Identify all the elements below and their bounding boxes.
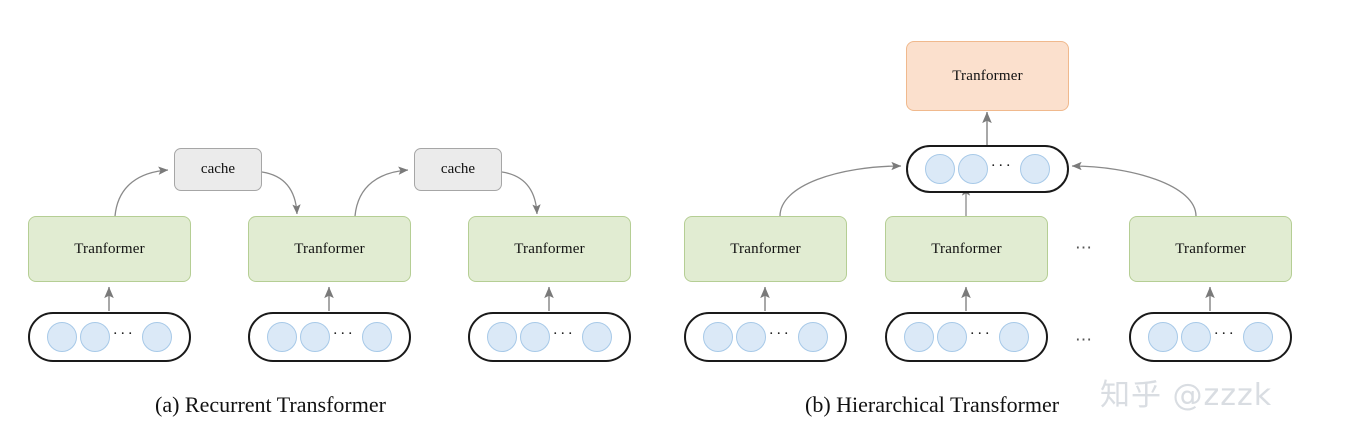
- panel-b-token-group-2[interactable]: ···: [885, 312, 1048, 362]
- transformer-label: Tranformer: [931, 240, 1002, 257]
- panel-a-cache-in-arrows: [114, 166, 409, 217]
- token-circle: [735, 322, 766, 352]
- token-circle: [46, 322, 77, 352]
- token-circle: [903, 322, 934, 352]
- cache-box-1[interactable]: cache: [174, 148, 262, 191]
- token-circle: [79, 322, 110, 352]
- transformer-label: Tranformer: [730, 240, 801, 257]
- caption-panel-b: (b) Hierarchical Transformer: [805, 392, 1060, 417]
- token-circle: [702, 322, 733, 352]
- token-circle: [1020, 154, 1051, 184]
- panel-b-token-arrows: [760, 286, 1215, 311]
- panel-b-summary-token-group[interactable]: ···: [906, 145, 1069, 193]
- cache-label: cache: [440, 161, 476, 177]
- transformer-label: Tranformer: [952, 67, 1023, 84]
- token-ellipsis: ···: [990, 157, 1014, 174]
- token-ellipsis: ···: [768, 325, 792, 342]
- panel-a-transformer-1[interactable]: Tranformer: [28, 216, 191, 282]
- token-circle: [999, 322, 1030, 352]
- token-circle: [1243, 322, 1274, 352]
- panel-a-cache-out-arrows: [261, 171, 541, 215]
- token-ellipsis: ···: [332, 325, 356, 342]
- token-circle: [1147, 322, 1178, 352]
- panel-a-transformer-2[interactable]: Tranformer: [248, 216, 411, 282]
- token-circle: [519, 322, 550, 352]
- token-circle: [362, 322, 393, 352]
- token-circle: [924, 154, 955, 184]
- token-circle: [798, 322, 829, 352]
- transformer-label: Tranformer: [294, 240, 365, 257]
- cache-box-2[interactable]: cache: [414, 148, 502, 191]
- token-ellipsis: ···: [552, 325, 576, 342]
- panel-b-transformer-1[interactable]: Tranformer: [684, 216, 847, 282]
- panel-b-token-row-ellipsis: ⋯: [1075, 330, 1095, 349]
- panel-b-top-transformer[interactable]: Tranformer: [906, 41, 1069, 111]
- panel-a-token-group-3[interactable]: ···: [468, 312, 631, 362]
- panel-b-token-group-3[interactable]: ···: [1129, 312, 1292, 362]
- token-ellipsis: ···: [1213, 325, 1237, 342]
- panel-a-transformer-3[interactable]: Tranformer: [468, 216, 631, 282]
- transformer-label: Tranformer: [1175, 240, 1246, 257]
- token-circle: [582, 322, 613, 352]
- token-circle: [936, 322, 967, 352]
- token-circle: [1180, 322, 1211, 352]
- token-ellipsis: ···: [969, 325, 993, 342]
- token-circle: [266, 322, 297, 352]
- panel-a-token-arrows: [104, 286, 554, 311]
- transformer-label: Tranformer: [74, 240, 145, 257]
- panel-a-token-group-1[interactable]: ···: [28, 312, 191, 362]
- cache-label: cache: [200, 161, 236, 177]
- token-ellipsis: ···: [112, 325, 136, 342]
- token-circle: [486, 322, 517, 352]
- panel-b-transformer-2[interactable]: Tranformer: [885, 216, 1048, 282]
- watermark: 知乎 @zzzk: [1100, 378, 1273, 413]
- panel-b-transformer-row-ellipsis: ⋯: [1075, 238, 1095, 257]
- token-circle: [142, 322, 173, 352]
- transformer-label: Tranformer: [514, 240, 585, 257]
- panel-a-token-group-2[interactable]: ···: [248, 312, 411, 362]
- token-circle: [957, 154, 988, 184]
- panel-b-token-group-1[interactable]: ···: [684, 312, 847, 362]
- token-circle: [299, 322, 330, 352]
- caption-panel-a: (a) Recurrent Transformer: [155, 392, 386, 417]
- panel-b-transformer-3[interactable]: Tranformer: [1129, 216, 1292, 282]
